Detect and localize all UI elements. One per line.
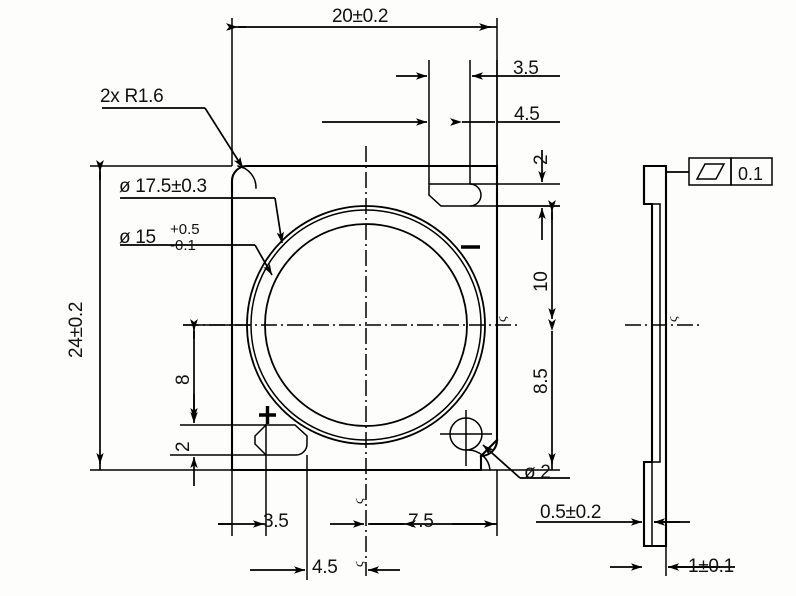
leader-2x-r16 bbox=[102, 107, 257, 189]
dim-top-right-4-5 bbox=[322, 60, 560, 166]
dim-bottom-7-5 bbox=[330, 470, 498, 536]
label-bottom-4-5: 4.5 bbox=[312, 557, 338, 578]
bottom-left-slot bbox=[253, 423, 308, 457]
label-bore-inner-tol-lower: -0.1 bbox=[170, 237, 196, 254]
gdt-feature-control-frame bbox=[666, 157, 773, 186]
label-top-right-3-5: 3.5 bbox=[513, 58, 539, 79]
label-gdt-tolerance: 0.1 bbox=[738, 164, 763, 184]
label-left-8: 8 bbox=[173, 375, 194, 385]
centerline-mark-side: ϛ bbox=[666, 316, 681, 322]
plus-orientation-mark bbox=[259, 406, 276, 424]
label-bottom-7-5: 7.5 bbox=[408, 511, 434, 532]
centerline-mark-bottom: ϛ bbox=[352, 498, 367, 504]
label-corner-radius: 2x R1.6 bbox=[100, 86, 163, 107]
dim-right-10 bbox=[497, 200, 560, 319]
label-bore-outer: ø 17.5±0.3 bbox=[119, 176, 207, 197]
dim-right-8-5 bbox=[481, 319, 560, 471]
dim-side-step bbox=[536, 462, 690, 546]
centerline-mark-right: ϛ bbox=[495, 316, 510, 322]
label-side-step: 0.5±0.2 bbox=[540, 502, 601, 523]
label-bore-inner-tol-upper: +0.5 bbox=[170, 221, 200, 238]
leader-bore-inner bbox=[120, 244, 273, 276]
label-left-slot-height: 2 bbox=[173, 442, 194, 452]
leader-bore-outer bbox=[120, 197, 284, 244]
dim-overall-height bbox=[90, 160, 232, 471]
centerline-mark-bottom-2: ϛ bbox=[352, 561, 367, 567]
label-right-slot-height: 2 bbox=[531, 155, 552, 165]
label-right-8-5: 8.5 bbox=[531, 368, 552, 394]
small-hole-circle bbox=[440, 410, 492, 466]
label-top-right-4-5: 4.5 bbox=[514, 104, 540, 125]
label-hole-small: ø 2 bbox=[524, 462, 551, 483]
label-overall-width: 20±0.2 bbox=[332, 6, 388, 27]
label-side-thickness: 1±0.1 bbox=[688, 556, 734, 577]
label-right-10: 10 bbox=[531, 271, 552, 292]
dim-bottom-3-5 bbox=[218, 455, 308, 580]
leader-hole-d2 bbox=[467, 444, 570, 479]
dim-overall-width bbox=[226, 18, 498, 166]
top-right-slot bbox=[428, 183, 482, 207]
dim-left-8 bbox=[183, 319, 250, 419]
label-overall-height: 24±0.2 bbox=[66, 302, 87, 358]
dim-side-thickness bbox=[610, 546, 735, 576]
label-bore-inner: ø 15 bbox=[119, 227, 156, 248]
dim-left-2 bbox=[170, 394, 266, 486]
label-bottom-3-5: 3.5 bbox=[263, 511, 289, 532]
side-view-outline bbox=[642, 164, 668, 548]
